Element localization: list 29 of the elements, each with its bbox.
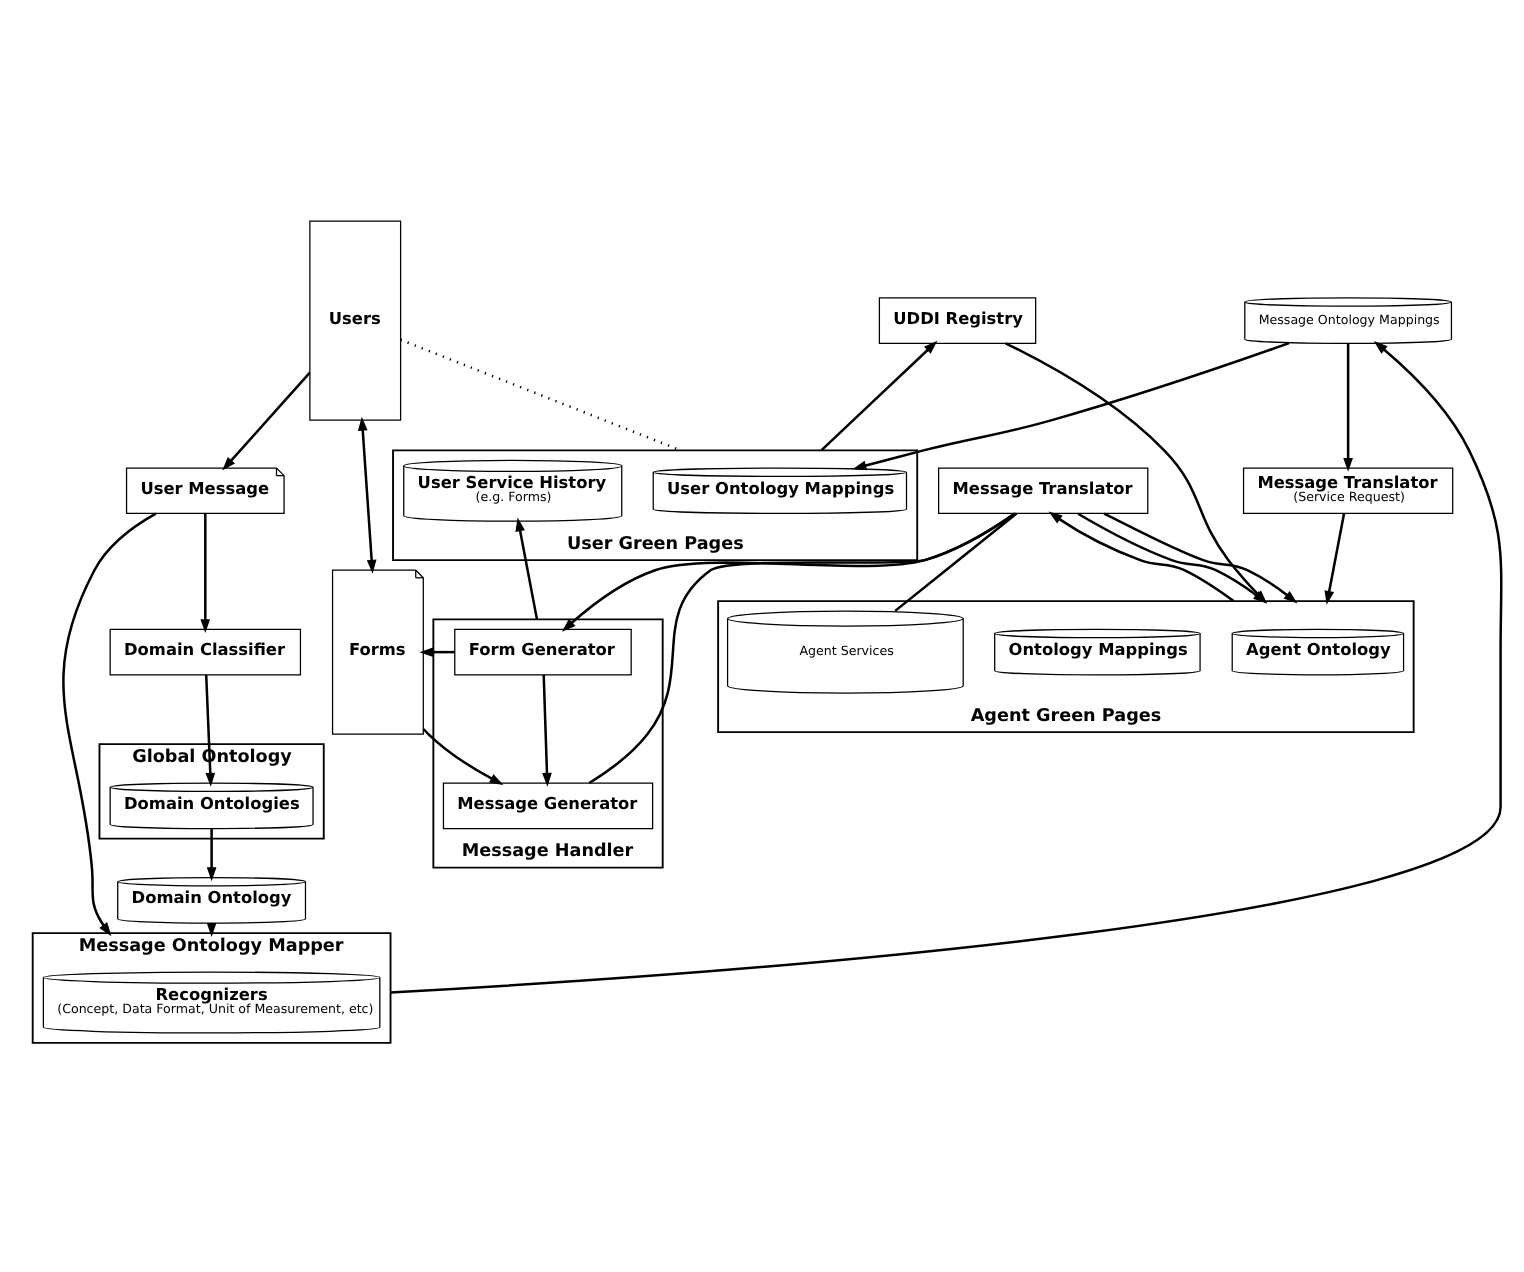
arrow bbox=[1324, 512, 1346, 604]
arrow bbox=[1005, 341, 1268, 603]
arrow bbox=[222, 370, 311, 470]
node-box: Message Translator bbox=[938, 466, 1149, 514]
arrow bbox=[820, 339, 938, 451]
arrow bbox=[515, 516, 539, 619]
node-box: Message Generator bbox=[442, 781, 654, 829]
connector bbox=[588, 511, 1016, 784]
arrow bbox=[1077, 511, 1268, 603]
arrow bbox=[204, 674, 216, 786]
arrow bbox=[62, 511, 157, 936]
arrow bbox=[206, 827, 217, 881]
arrow bbox=[419, 646, 455, 656]
arrow bbox=[200, 512, 211, 633]
arrow bbox=[1103, 511, 1298, 603]
arrow bbox=[390, 340, 1503, 993]
arrow bbox=[422, 727, 504, 784]
arrow bbox=[1343, 342, 1353, 471]
arrow bbox=[357, 415, 377, 573]
node-box: Domain Classifier bbox=[109, 627, 302, 675]
node-box: Users bbox=[309, 219, 402, 420]
arrow bbox=[561, 511, 1016, 631]
connector bbox=[894, 511, 1018, 611]
node-box: UDDI Registry bbox=[878, 296, 1037, 343]
arrow bbox=[542, 674, 552, 786]
node-box: Form Generator bbox=[454, 627, 632, 675]
arrow bbox=[1048, 510, 1235, 602]
connector bbox=[400, 337, 682, 451]
arrow bbox=[852, 341, 1290, 470]
